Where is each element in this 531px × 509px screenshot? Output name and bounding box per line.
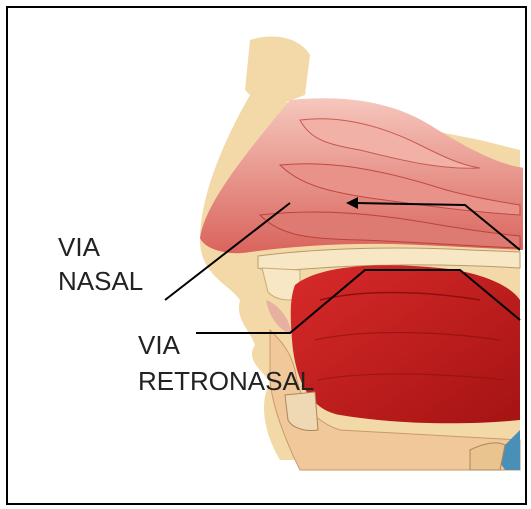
tongue (291, 265, 520, 423)
via-nasal-label-line1: VIA (58, 232, 100, 262)
via-retronasal-label-line1: VIA (138, 330, 180, 360)
via-nasal-label-line2: NASAL (58, 266, 143, 296)
via-retronasal-label-line2: RETRONASAL (138, 366, 314, 396)
